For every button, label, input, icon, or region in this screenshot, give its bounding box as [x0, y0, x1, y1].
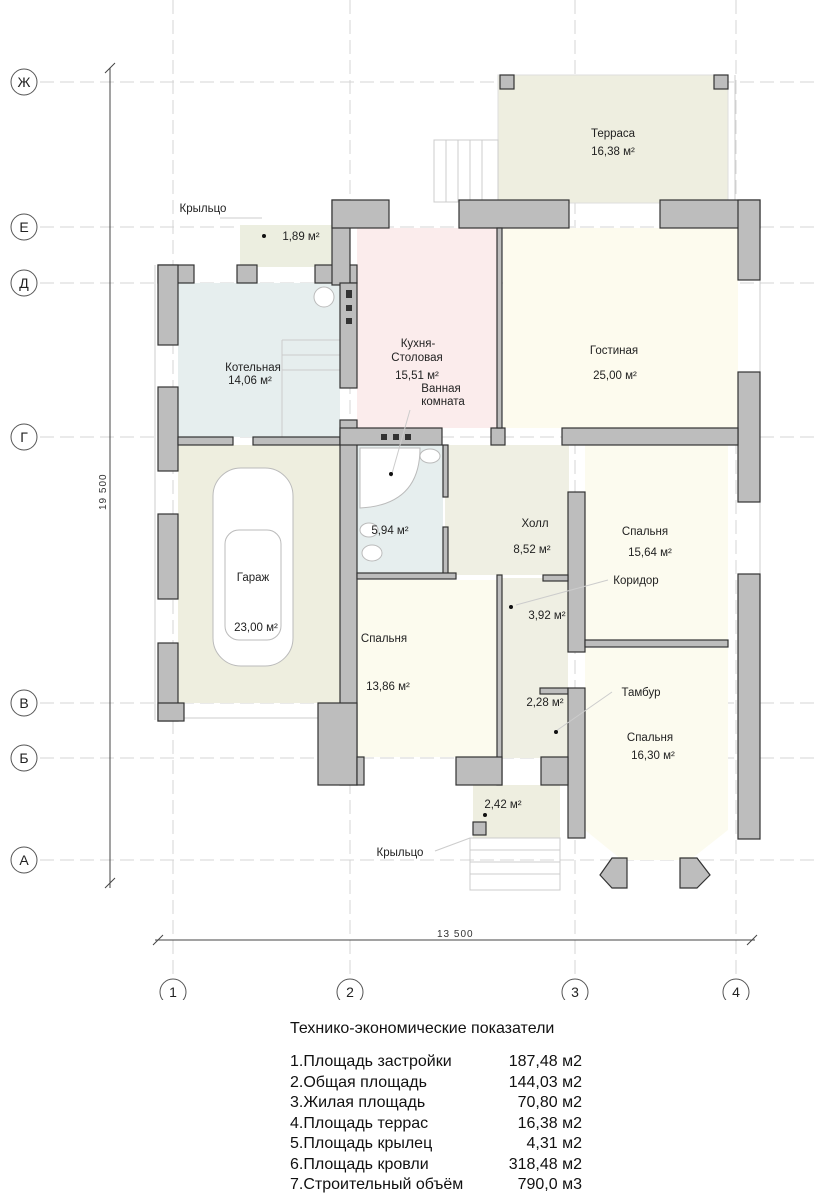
room-area-garage: 23,00 м²	[234, 622, 278, 634]
room-area-corridor: 3,92 м²	[528, 610, 565, 622]
toilet-icon	[361, 544, 383, 562]
room-area-bedroom-2: 13,86 м²	[366, 681, 410, 693]
indicator-value: 70,80 м2	[517, 1094, 582, 1111]
indicator-label: 2.Общая площадь	[290, 1073, 427, 1091]
room-area-living: 25,00 м²	[593, 370, 637, 382]
bedroom-1-area	[585, 445, 728, 640]
bidet-icon	[359, 522, 379, 538]
room-name-tambur: Тамбур	[621, 687, 660, 699]
floor-plan: Ж Е Д Г В Б А 1 2 3 4 19 500 13 500	[10, 0, 820, 1000]
porch-bottom-area	[473, 785, 560, 838]
indicator-row: 6.Площадь кровли 318,48 м2	[290, 1155, 582, 1176]
indicator-row: 4.Площадь террас 16,38 м2	[290, 1114, 582, 1135]
axis-label: Д	[19, 275, 29, 291]
dimension-lines: 19 500 13 500	[98, 62, 758, 946]
room-area-kitchen: 15,51 м²	[395, 370, 439, 382]
indicator-value: 187,48 м2	[508, 1053, 582, 1070]
room-name-bedroom-1: Спальня	[622, 526, 668, 538]
indicator-value: 144,03 м2	[508, 1073, 582, 1091]
indicator-label: 3.Жилая площадь	[290, 1094, 426, 1111]
room-name-boiler: Котельная	[225, 362, 281, 374]
room-name-kitchen-2: Столовая	[391, 352, 442, 364]
room-area-bedroom-1: 15,64 м²	[628, 547, 672, 559]
indicator-label: 7.Строительный объём	[290, 1176, 464, 1193]
axis-label: Г	[20, 429, 28, 445]
bedroom-2-area	[357, 580, 497, 757]
room-labels: Терраса 16,38 м² Крыльцо 1,89 м² Котельн…	[180, 128, 675, 859]
room-area-bathroom: 5,94 м²	[371, 525, 408, 537]
axis-label: Ж	[18, 74, 31, 90]
room-area-porch-top: 1,89 м²	[282, 231, 319, 243]
boiler-icon	[313, 286, 335, 308]
indicator-row: 5.Площадь крылец 4,31 м2	[290, 1134, 582, 1155]
room-name-bedroom-3: Спальня	[627, 732, 673, 744]
room-area-tambur: 2,28 м²	[526, 697, 563, 709]
indicator-row: 3.Жилая площадь 70,80 м2	[290, 1093, 582, 1114]
axis-label: 1	[169, 984, 177, 1000]
indicator-label: 6.Площадь кровли	[290, 1155, 429, 1173]
height-dimension: 19 500	[98, 473, 109, 510]
room-area-hall: 8,52 м²	[513, 544, 550, 556]
axis-label: Б	[19, 750, 28, 766]
indicator-value: 790,0 м3	[517, 1176, 582, 1193]
room-area-terrace: 16,38 м²	[591, 146, 635, 158]
room-area-porch-bottom: 2,42 м²	[484, 799, 521, 811]
room-name-bedroom-2: Спальня	[361, 633, 407, 645]
indicator-row: 7.Строительный объём 790,0 м3	[290, 1175, 582, 1196]
indicators-table: Технико-экономические показатели 1.Площа…	[290, 1020, 582, 1196]
bathroom-fixtures	[313, 286, 441, 562]
room-name-corridor: Коридор	[613, 575, 658, 587]
row-axis-labels: Ж Е Д Г В Б А	[10, 68, 38, 874]
indicator-value: 318,48 м2	[508, 1155, 582, 1173]
kitchen-area	[357, 228, 497, 428]
bedroom-3-area	[585, 648, 728, 860]
indicator-label: 4.Площадь террас	[290, 1114, 429, 1132]
porch-top-area	[240, 225, 332, 267]
car-icon	[212, 467, 294, 667]
indicator-row: 1.Площадь застройки 187,48 м2	[290, 1052, 582, 1073]
axis-label: В	[19, 695, 28, 711]
axis-label: 4	[732, 984, 740, 1000]
indicators-title: Технико-экономические показатели	[290, 1020, 555, 1037]
hall-area	[445, 445, 569, 575]
axis-label: 3	[571, 984, 579, 1000]
room-area-boiler: 14,06 м²	[228, 375, 272, 387]
room-name-hall: Холл	[521, 518, 548, 530]
walls	[157, 74, 761, 889]
room-name-terrace: Терраса	[591, 128, 636, 140]
indicator-label: 5.Площадь крылец	[290, 1135, 433, 1152]
corridor-area	[500, 578, 568, 758]
room-name-bathroom: Ванная	[421, 383, 460, 395]
col-axis-labels: 1 2 3 4	[159, 978, 750, 1000]
width-dimension: 13 500	[437, 929, 474, 940]
boiler-room-area	[178, 283, 340, 437]
terrace-area	[497, 74, 729, 204]
bathtub-icon	[359, 447, 421, 509]
room-name-living: Гостиная	[590, 345, 638, 357]
indicator-value: 16,38 м2	[517, 1114, 582, 1132]
indicator-value: 4,31 м2	[526, 1135, 582, 1152]
axis-label: 2	[346, 984, 354, 1000]
room-area-bedroom-3: 16,30 м²	[631, 750, 675, 762]
indicator-row: 2.Общая площадь 144,03 м2	[290, 1073, 582, 1094]
living-room-area	[503, 228, 738, 428]
room-name-porch-bottom: Крыльцо	[377, 847, 424, 859]
sink-icon	[419, 448, 441, 464]
indicator-label: 1.Площадь застройки	[290, 1053, 452, 1070]
axis-label: Е	[19, 219, 28, 235]
room-name-garage: Гараж	[237, 572, 270, 584]
room-name-porch-top: Крыльцо	[180, 203, 227, 215]
room-name-kitchen: Кухня-	[401, 338, 436, 350]
axis-label: А	[19, 852, 29, 868]
room-name-bathroom-2: комната	[421, 396, 465, 408]
